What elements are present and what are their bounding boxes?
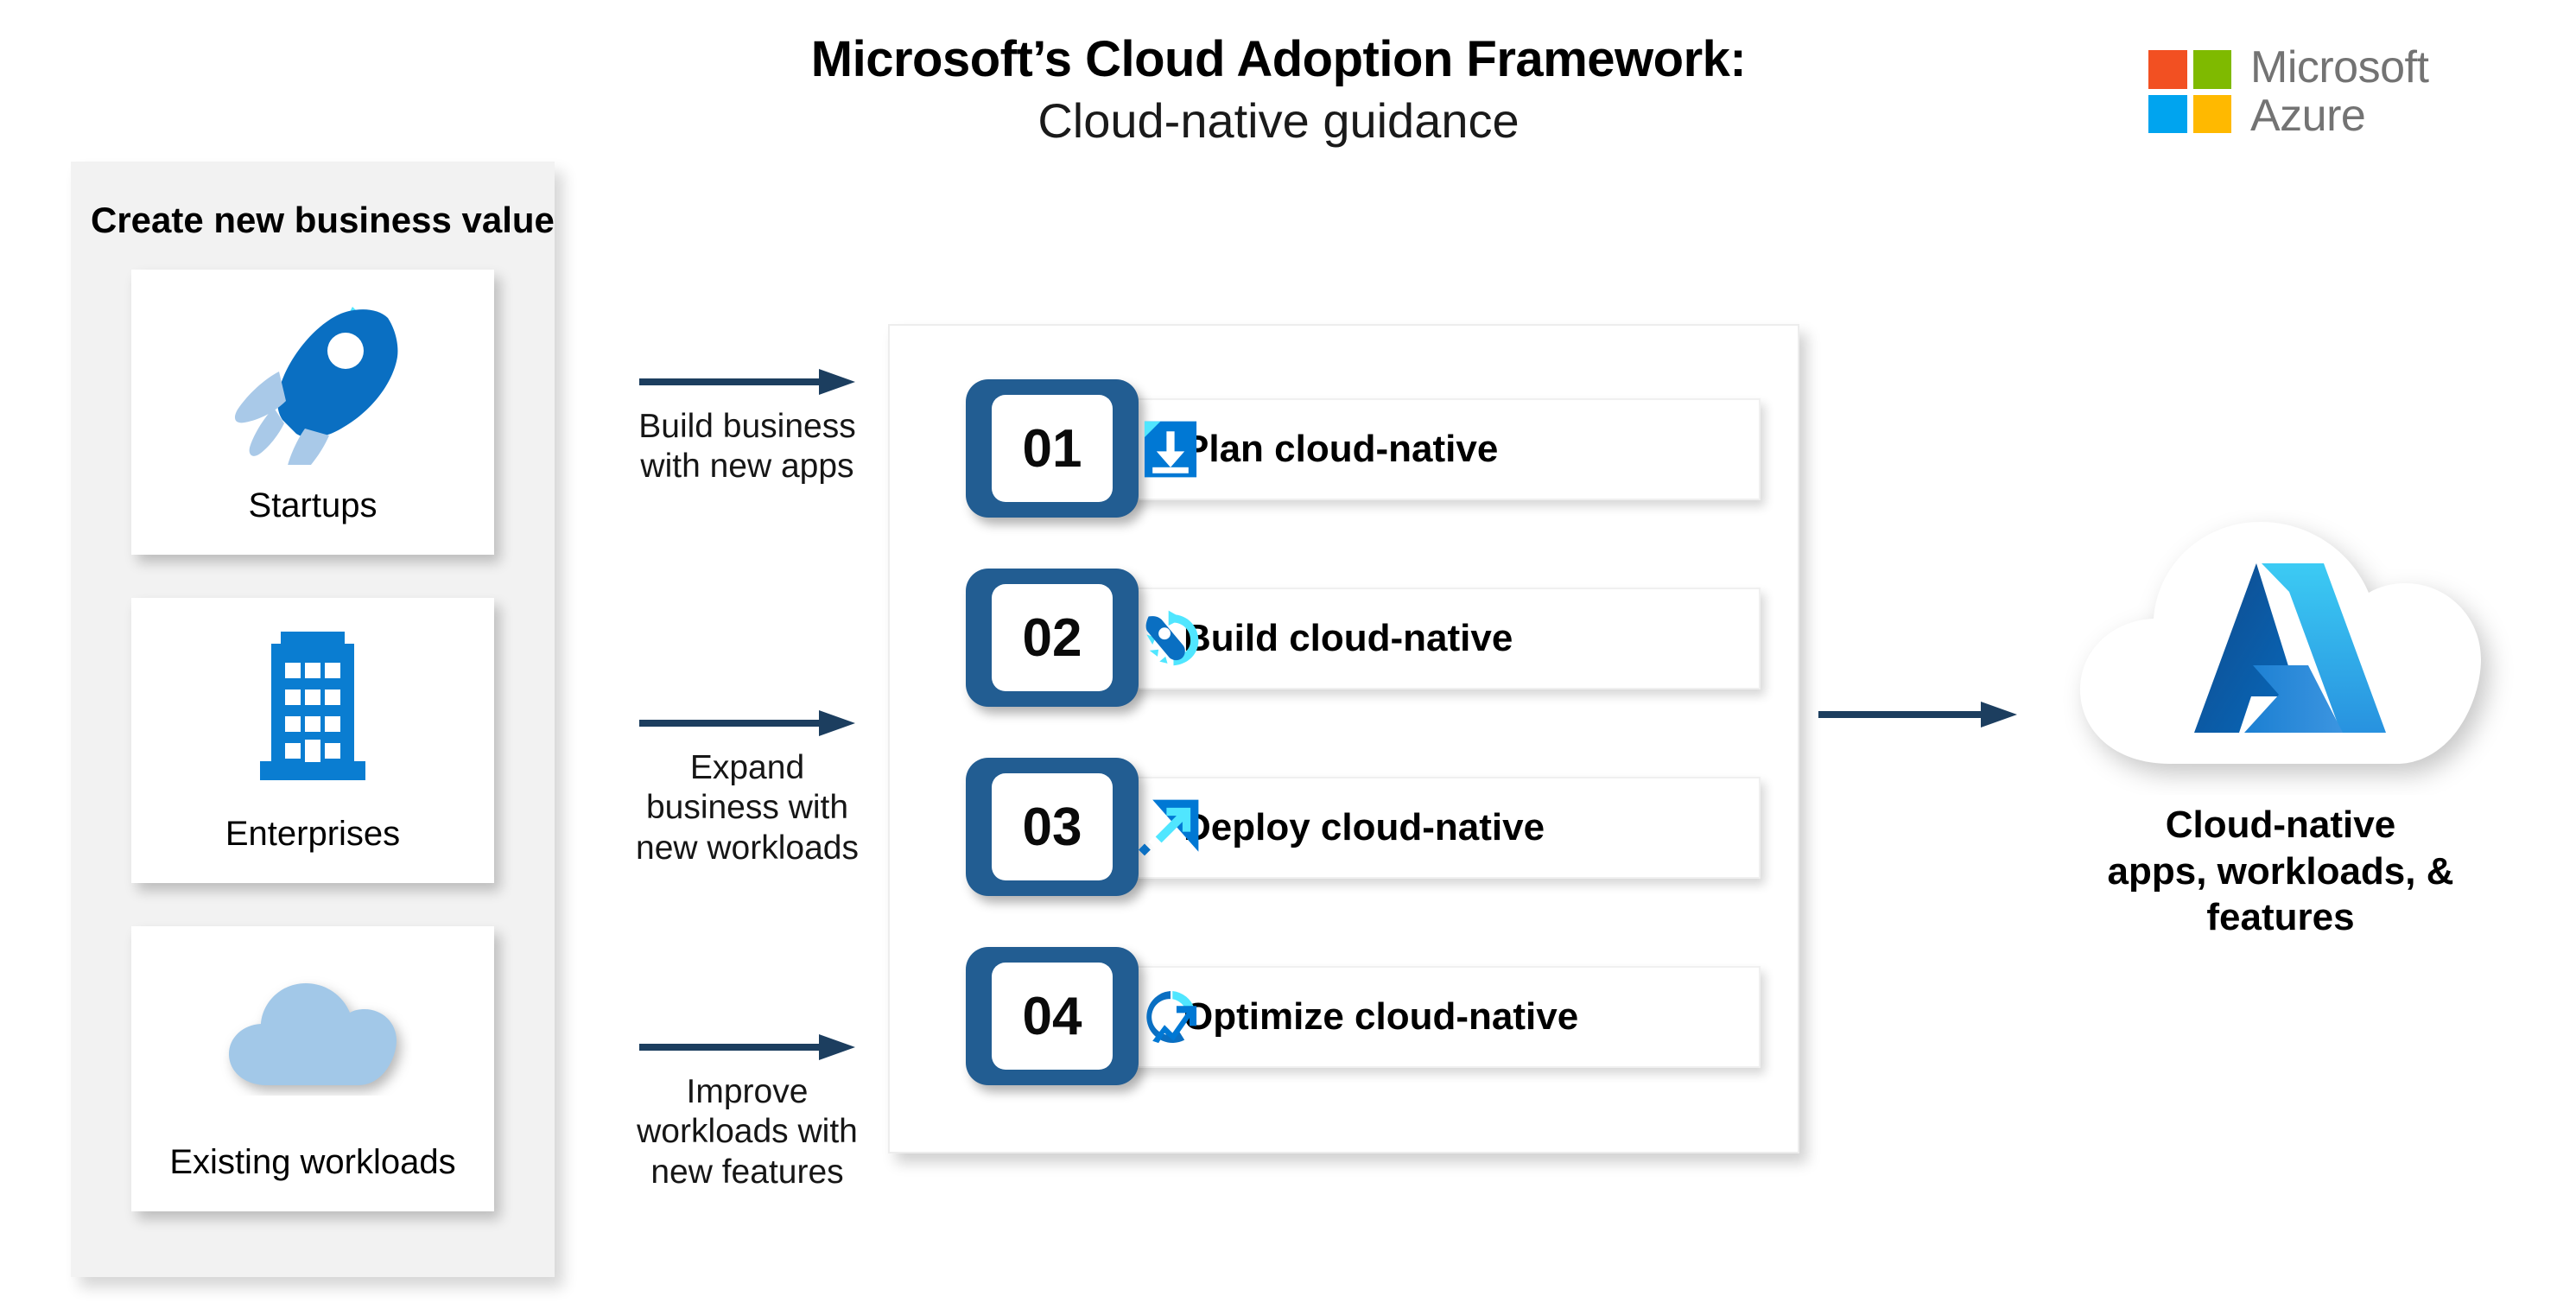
rocket-launch-arrow-icon [1139, 799, 1199, 856]
step-badge: 03 [966, 758, 1139, 896]
left-panel-title: Create new business value [91, 200, 555, 240]
result-block: Cloud-native apps, workloads, & features [2039, 510, 2522, 941]
page-title: Microsoft’s Cloud Adoption Framework: [810, 31, 1747, 87]
flow-label-line-3: new features [650, 1153, 844, 1191]
step-label: Plan cloud-native [1183, 428, 1499, 470]
cloud-icon [131, 926, 494, 1143]
source-card-enterprises[interactable]: Enterprises [131, 598, 494, 883]
flow-arrow-group-2: Expand business with new workloads [566, 709, 929, 868]
ms-square-yellow [2192, 94, 2231, 133]
step-badge: 02 [966, 569, 1139, 707]
flow-arrow-group-1: Build business with new apps [566, 367, 929, 487]
arrow-right-icon [639, 369, 855, 395]
step-label: Build cloud-native [1183, 617, 1513, 659]
result-caption: Cloud-native apps, workloads, & features [2039, 802, 2522, 941]
wrench-refresh-icon [1145, 610, 1199, 666]
flow-label-line-2: business with [645, 789, 849, 827]
flow-label-line-1: Expand [689, 749, 805, 786]
document-download-icon [1144, 421, 1197, 478]
microsoft-azure-logo: Microsoft Azure [2148, 42, 2429, 141]
arrow-right-icon [639, 710, 855, 736]
flow-label-line-1: Improve [686, 1073, 809, 1110]
step-label: Optimize cloud-native [1183, 995, 1579, 1038]
ms-square-red [2148, 50, 2187, 89]
result-caption-line-2: apps, workloads, & [2107, 849, 2454, 893]
step-bar[interactable]: Deploy cloud-native [1045, 777, 1761, 879]
step-row[interactable]: Optimize cloud-native 04 [966, 947, 1761, 1085]
cloud-native-steps-panel: Plan cloud-native 01 Build cloud-native [888, 324, 1799, 1153]
office-building-icon [131, 598, 494, 815]
step-badge-inner: 03 [992, 773, 1113, 880]
microsoft-azure-wordmark: Microsoft Azure [2250, 42, 2429, 141]
page-header: Microsoft’s Cloud Adoption Framework: Cl… [605, 33, 1952, 151]
brand-word-microsoft: Microsoft [2250, 42, 2429, 92]
office-building-icon-svg [260, 631, 365, 780]
result-caption-line-1: Cloud-native [2165, 804, 2396, 846]
step-bar[interactable]: Optimize cloud-native [1045, 966, 1761, 1068]
chart-trend-up-icon [1146, 990, 1197, 1044]
step-row[interactable]: Deploy cloud-native 03 [966, 758, 1761, 896]
source-card-label: Existing workloads [169, 1143, 456, 1181]
final-arrow-right-icon [1818, 702, 2017, 728]
flow-label-line-2: workloads with [637, 1113, 858, 1151]
brand-word-azure: Azure [2250, 91, 2366, 141]
create-new-business-value-panel: Create new business value [71, 162, 555, 1277]
source-card-existing-workloads[interactable]: Existing workloads [131, 926, 494, 1211]
step-badge-inner: 02 [992, 584, 1113, 691]
step-label: Deploy cloud-native [1183, 806, 1545, 848]
result-caption-line-3: features [2206, 896, 2355, 939]
rocket-icon-svg [234, 306, 398, 465]
flow-label-line-2: with new apps [640, 448, 854, 486]
step-badge: 01 [966, 379, 1139, 518]
step-row[interactable]: Plan cloud-native 01 [966, 379, 1761, 518]
step-row[interactable]: Build cloud-native 02 [966, 569, 1761, 707]
step-badge-inner: 01 [992, 395, 1113, 502]
ms-square-blue [2148, 94, 2187, 133]
source-card-label: Enterprises [225, 815, 401, 853]
step-badge-inner: 04 [992, 963, 1113, 1070]
rocket-icon [131, 270, 494, 486]
cloud-icon-svg [229, 982, 397, 1085]
arrow-right-icon [639, 1034, 855, 1060]
ms-square-green [2192, 50, 2231, 89]
step-number: 02 [1022, 607, 1082, 668]
page-subtitle: Cloud-native guidance [1037, 93, 1520, 149]
step-number: 01 [1022, 418, 1082, 479]
flow-label-line-1: Build business [638, 408, 856, 445]
step-number: 03 [1022, 797, 1082, 857]
azure-cloud-logo [2080, 522, 2481, 764]
flow-arrow-group-3: Improve workloads with new features [566, 1033, 929, 1192]
microsoft-squares-icon [2148, 50, 2231, 133]
step-number: 04 [1022, 986, 1082, 1046]
source-card-label: Startups [248, 486, 378, 524]
flow-label-line-3: new workloads [636, 829, 859, 867]
source-card-startups[interactable]: Startups [131, 270, 494, 555]
step-badge: 04 [966, 947, 1139, 1085]
